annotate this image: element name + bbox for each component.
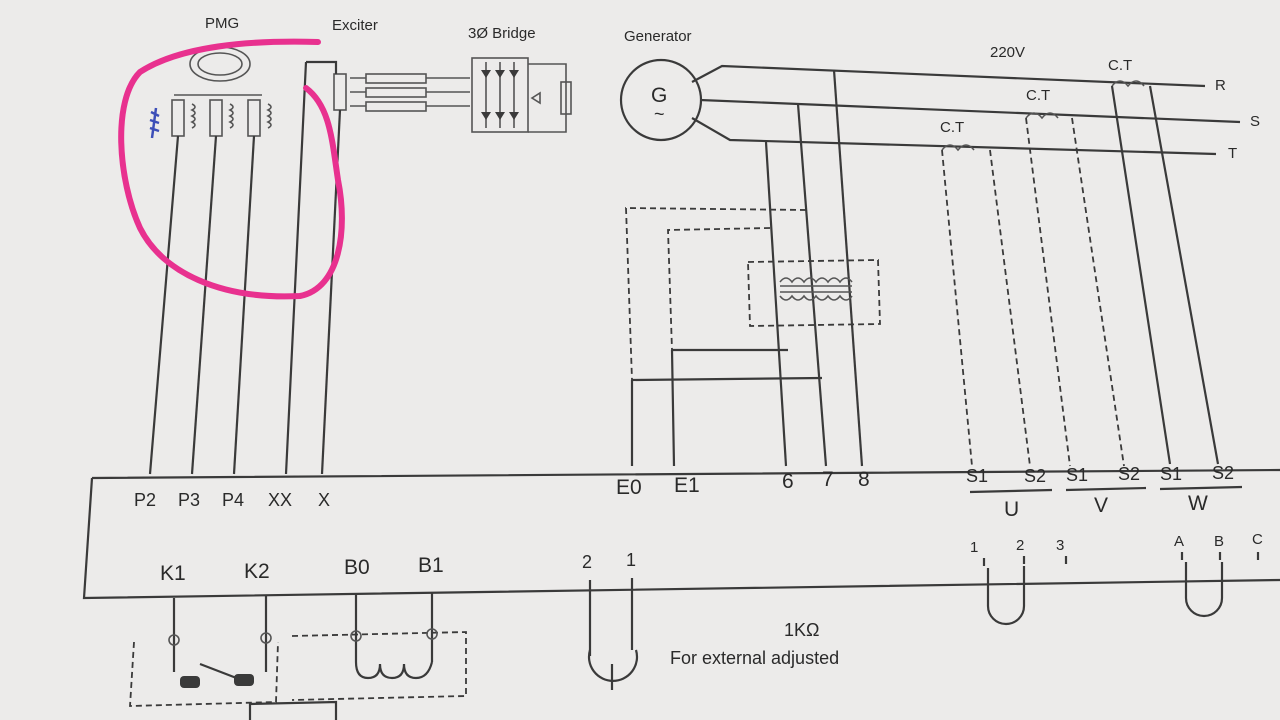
ct-u <box>941 144 1031 467</box>
wire-e1-dashed <box>667 227 771 351</box>
exciter-coil-1 <box>365 73 427 84</box>
terminal-b: B <box>1214 533 1224 550</box>
terminal-v-s2: S2 <box>1118 464 1140 484</box>
terminal-x: X <box>318 490 330 510</box>
terminal-e1: E1 <box>674 474 700 497</box>
terminal-p4: P4 <box>222 490 244 510</box>
voltage-label: 220V <box>990 44 1025 61</box>
ct-label-w: C.T <box>1108 57 1132 74</box>
exciter-coil-2 <box>365 87 427 98</box>
terminal-k2: K2 <box>244 560 270 583</box>
wire-7 <box>796 103 828 467</box>
terminal-u-s1: S1 <box>966 466 988 486</box>
pmg-symbol <box>171 46 272 137</box>
ct-w <box>1110 80 1220 465</box>
pen-scribble <box>149 107 160 139</box>
wire-8 <box>832 69 864 467</box>
ct-label-u: C.T <box>940 119 964 136</box>
terminal-v-s1: S1 <box>1066 465 1088 485</box>
group-v: V <box>1094 494 1108 517</box>
terminal-u-s2: S2 <box>1024 466 1046 486</box>
terminal-2: 2 <box>582 552 592 572</box>
generator-wave: ~ <box>654 104 665 124</box>
wire-e0-dashed <box>625 207 807 381</box>
terminal-6: 6 <box>782 470 794 493</box>
terminal-8: 8 <box>858 468 870 491</box>
wire-e1 <box>670 348 788 467</box>
terminal-n1: 1 <box>970 539 978 556</box>
terminal-p3: P3 <box>178 490 200 510</box>
terminal-7: 7 <box>822 468 834 491</box>
wire-6 <box>764 141 788 467</box>
ct-v <box>1025 112 1125 467</box>
jumper-a-b <box>1184 562 1224 618</box>
wire-p4 <box>232 135 256 475</box>
terminal-c: C <box>1252 531 1263 548</box>
pot-value: 1KΩ <box>784 620 819 640</box>
wire-e0 <box>630 376 823 466</box>
phase-line-s <box>699 98 1241 124</box>
phase-line-r <box>691 64 1206 88</box>
terminal-w-s1: S1 <box>1160 464 1182 484</box>
terminal-p2: P2 <box>134 490 156 510</box>
potentiometer <box>587 578 639 690</box>
bridge-label: 3Ø Bridge <box>468 25 536 42</box>
terminal-b0: B0 <box>344 556 370 579</box>
terminal-b1: B1 <box>418 554 444 577</box>
terminal-n3: 3 <box>1056 537 1064 554</box>
exciter-coil-3 <box>365 101 427 112</box>
phase-line-t <box>691 117 1217 156</box>
wire-p3 <box>190 135 218 475</box>
group-u: U <box>1004 498 1019 521</box>
marker-circle <box>118 38 345 300</box>
pot-caption: For external adjusted <box>670 648 839 668</box>
transformer <box>747 259 881 327</box>
pmg-label: PMG <box>205 15 239 32</box>
terminal-n2: 2 <box>1016 537 1024 554</box>
bridge-symbol <box>471 57 572 133</box>
coil-b0-b1 <box>291 592 467 701</box>
exciter-label: Exciter <box>332 17 378 34</box>
wire-xx <box>284 60 338 475</box>
stub-box <box>248 700 338 720</box>
controller-box <box>82 468 1280 600</box>
ct-label-v: C.T <box>1026 87 1050 104</box>
wire-p2 <box>148 135 180 475</box>
terminal-xx: XX <box>268 490 292 510</box>
terminal-e0: E0 <box>616 476 642 499</box>
exciter-field <box>333 73 347 111</box>
switch-k1-k2 <box>129 596 279 707</box>
phase-label-s: S <box>1250 113 1260 130</box>
terminal-a: A <box>1174 533 1184 550</box>
terminal-k1: K1 <box>160 562 186 585</box>
terminal-1: 1 <box>626 550 636 570</box>
generator-symbol: G <box>651 84 667 107</box>
terminal-w-s2: S2 <box>1212 463 1234 483</box>
phase-label-t: T <box>1228 145 1237 162</box>
phase-label-r: R <box>1215 77 1226 94</box>
jumper-1-2 <box>986 566 1026 626</box>
group-w: W <box>1188 492 1208 515</box>
generator-label: Generator <box>624 28 692 45</box>
